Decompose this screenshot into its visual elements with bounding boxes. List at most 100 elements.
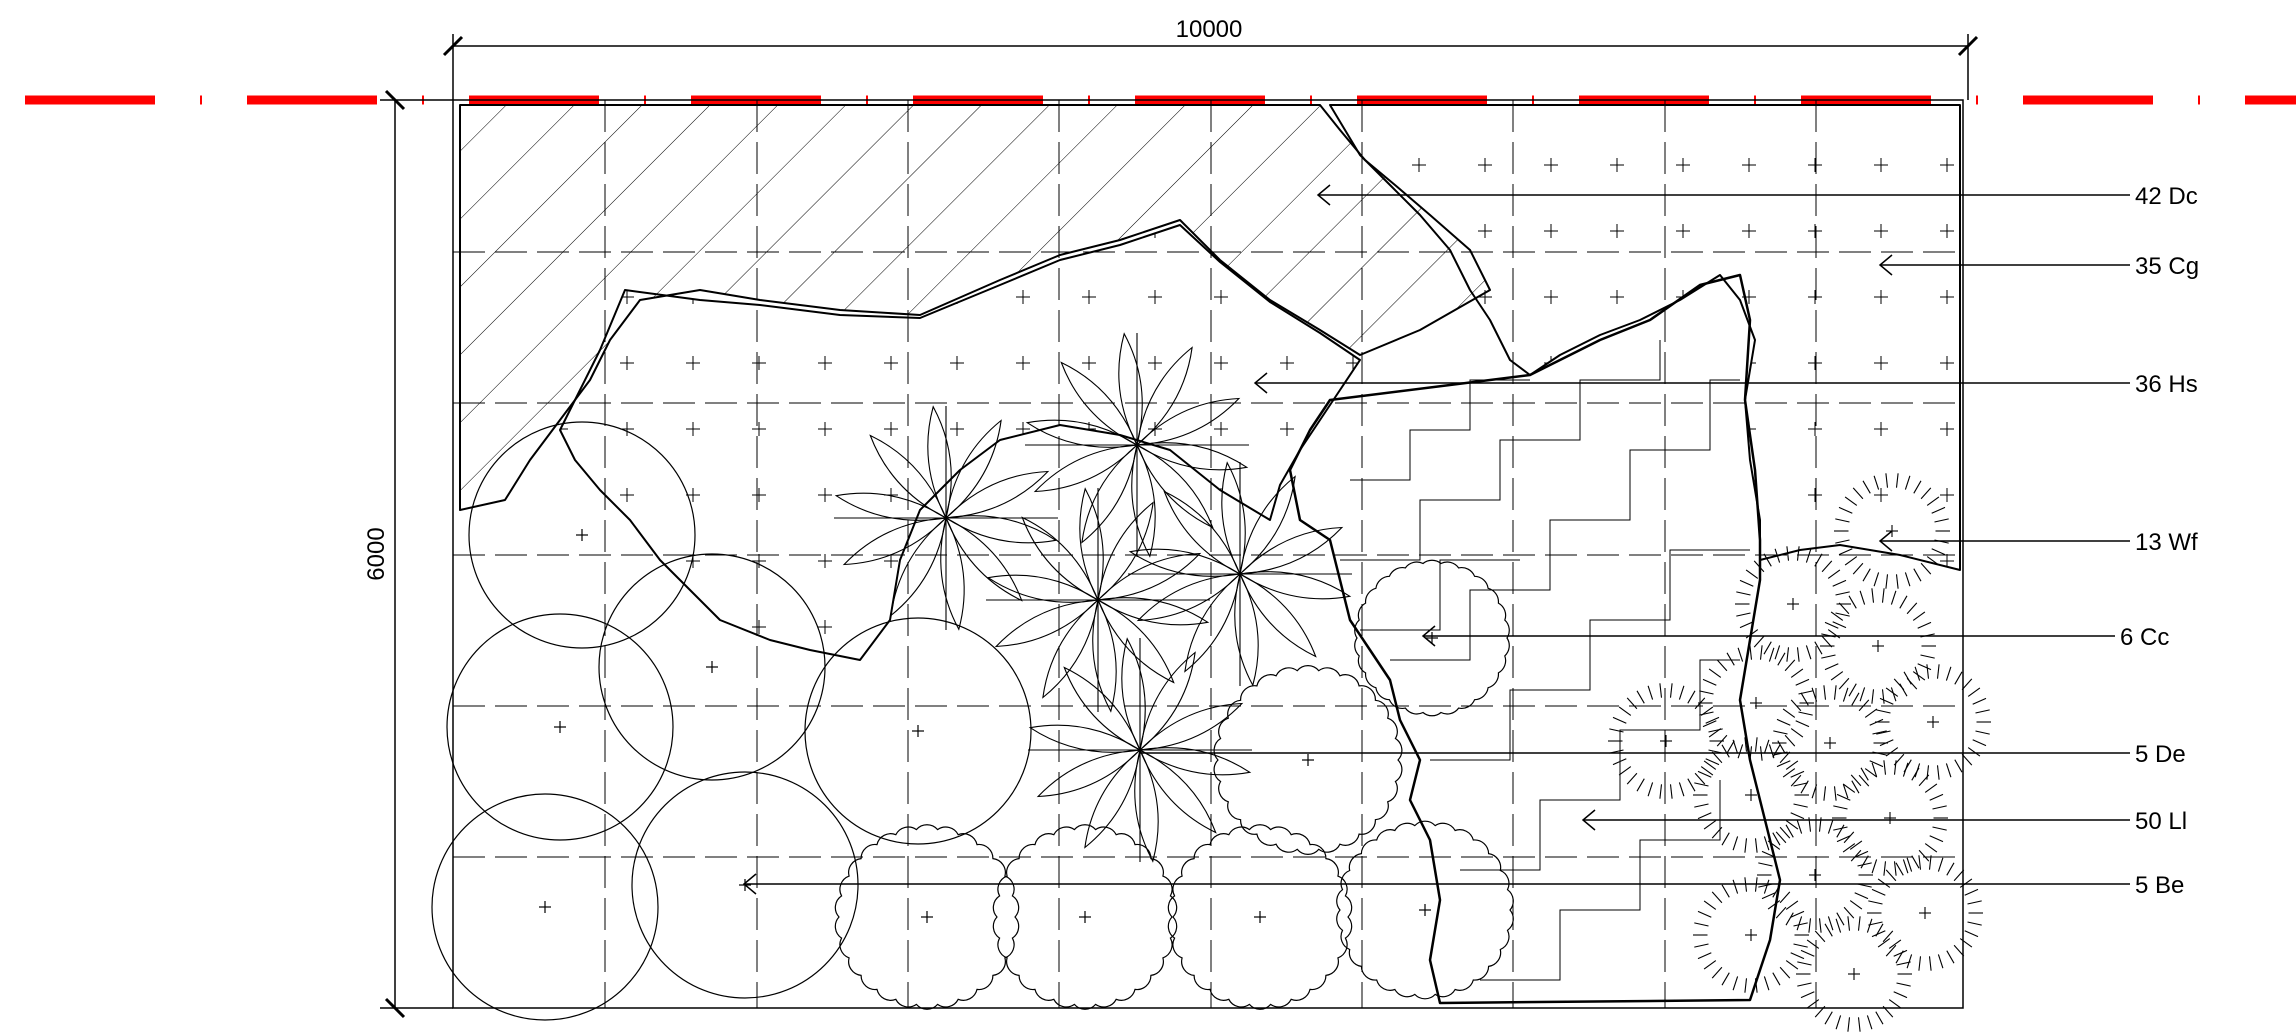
spike (1877, 938, 1891, 948)
spike (1931, 506, 1946, 514)
star-petal (1036, 749, 1142, 798)
spike (1687, 690, 1696, 704)
spike (1763, 836, 1770, 851)
star-petal (944, 515, 1058, 544)
spike (1932, 805, 1947, 810)
spike (1824, 923, 1833, 937)
spike (1972, 697, 1987, 705)
spike (1899, 595, 1908, 609)
spike (1912, 611, 1926, 621)
spike (1618, 766, 1632, 776)
spike (1847, 1017, 1851, 1032)
spike (1694, 803, 1709, 808)
spike (1869, 760, 1884, 768)
spike (1883, 760, 1887, 775)
star-petal (842, 517, 948, 566)
spike (1918, 774, 1930, 787)
spike (1945, 763, 1952, 778)
spike (1842, 687, 1849, 702)
star-petal (1138, 702, 1244, 751)
spike (1954, 671, 1963, 685)
spike (1700, 706, 1714, 716)
spike (1926, 556, 1940, 566)
spike (1647, 685, 1654, 700)
spike (1959, 938, 1973, 948)
spike (1885, 574, 1889, 589)
spike (1866, 918, 1873, 933)
spike (1790, 728, 1804, 738)
spike (1779, 966, 1791, 979)
spike (1904, 475, 1911, 490)
spike (1864, 708, 1878, 718)
spike (1703, 760, 1717, 770)
plant-label: 42 Dc (2135, 183, 2198, 210)
spike (1913, 480, 1922, 494)
spike (1964, 930, 1979, 938)
shrub-cloud (1336, 820, 1514, 1000)
spike (1830, 611, 1844, 621)
spike (1882, 1005, 1894, 1018)
spike (1818, 918, 1822, 933)
star-petal (1138, 747, 1252, 776)
spike (1793, 943, 1808, 948)
spike (1790, 770, 1805, 778)
spike (1862, 568, 1871, 582)
spike (1796, 546, 1800, 561)
spike (1847, 916, 1851, 931)
spike (1967, 687, 1981, 697)
spike (1902, 762, 1909, 777)
spike (1678, 782, 1685, 797)
spike (1711, 966, 1723, 979)
spike (1796, 819, 1803, 834)
spike (1784, 659, 1796, 672)
spike (1736, 612, 1751, 617)
spike (1931, 548, 1946, 556)
spike (1975, 730, 1990, 735)
star-petal (1079, 487, 1104, 602)
spike (1814, 930, 1826, 943)
spike (1749, 645, 1753, 660)
dimension-width-label: 10000 (1176, 16, 1243, 43)
star-petal (1060, 361, 1139, 447)
spike (1609, 728, 1624, 733)
spike (1871, 689, 1875, 704)
spike (1848, 683, 1857, 697)
star-petal (1238, 526, 1344, 575)
star-petal (1033, 444, 1139, 493)
spike (1763, 553, 1772, 567)
spike (1842, 843, 1856, 853)
star-petal (890, 516, 947, 617)
spike (1857, 916, 1861, 931)
spike (1700, 766, 1714, 776)
star-petal (986, 574, 1100, 603)
spike (1786, 546, 1790, 561)
spike (1875, 923, 1884, 937)
spike (1964, 888, 1979, 896)
spike (1796, 916, 1803, 931)
spike (1775, 831, 1787, 844)
star-petal (1042, 598, 1099, 699)
spike (1895, 574, 1899, 589)
spike (1697, 910, 1712, 918)
spike (1800, 692, 1809, 706)
shrub-circle (446, 613, 674, 841)
spike (1864, 768, 1878, 778)
spike (1699, 690, 1714, 695)
spike (1785, 960, 1799, 970)
spike (1716, 659, 1728, 672)
spike (1918, 849, 1930, 862)
spike (1911, 855, 1920, 869)
spike (1959, 878, 1973, 888)
spike (1806, 939, 1820, 949)
spike (1866, 1015, 1873, 1030)
spike (1854, 892, 1869, 900)
spike (1827, 569, 1841, 579)
spike (1945, 666, 1952, 681)
shrub-cloud (1213, 665, 1403, 855)
spike (1836, 912, 1845, 926)
spike (1954, 759, 1963, 773)
spike (1790, 910, 1805, 918)
star-petal (1238, 571, 1352, 600)
shrub-clouds (834, 559, 1514, 1010)
